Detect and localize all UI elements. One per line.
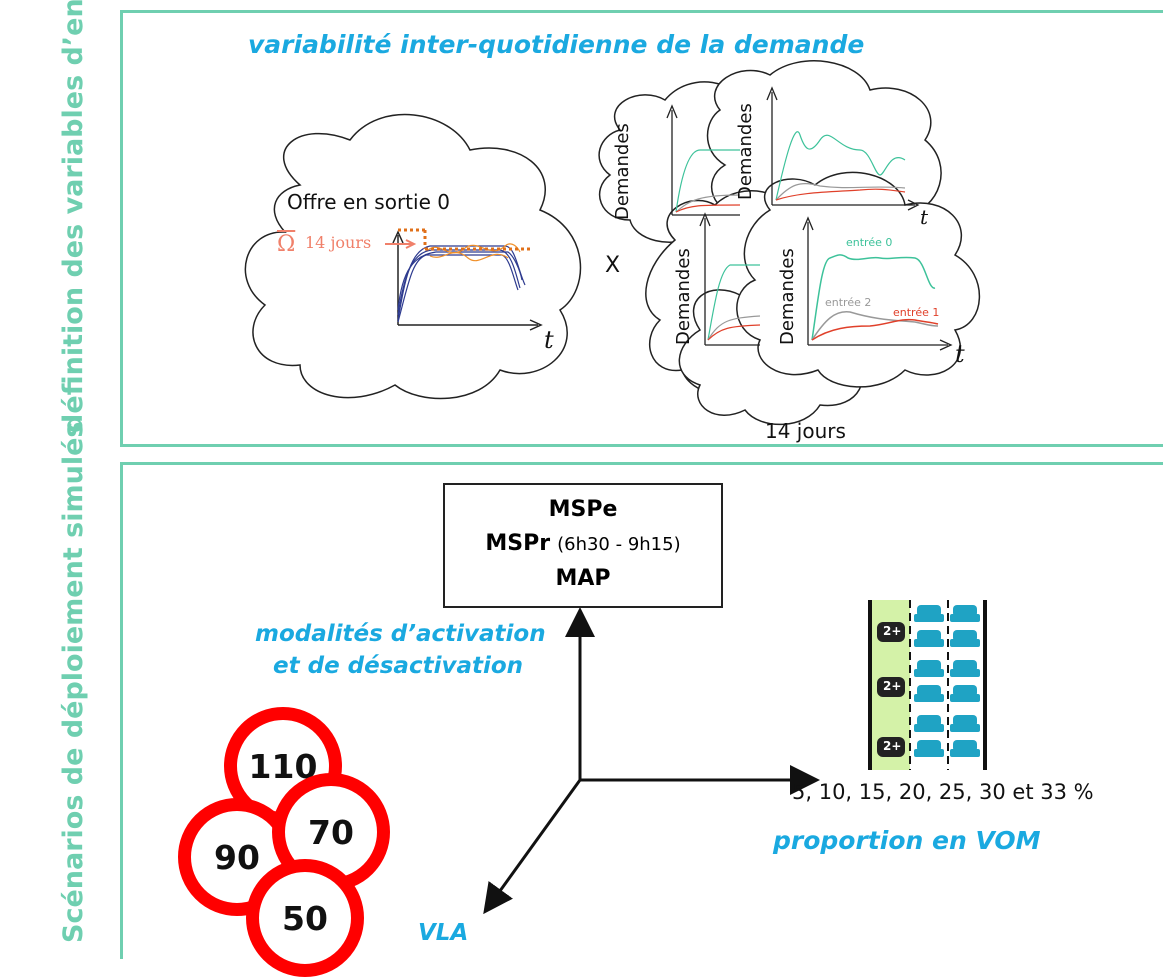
supply-label: Offre en sortie 0 — [287, 190, 450, 214]
supply-time-axis: t — [544, 326, 554, 354]
demand-chart-1-axes — [699, 212, 760, 346]
car-icons — [914, 605, 980, 757]
vom-label: proportion en VOM — [773, 826, 1041, 855]
series-entree-0 — [811, 254, 936, 341]
legend-entree-0: entrée 0 — [846, 236, 893, 249]
hov-car-icons — [877, 622, 905, 757]
demand-variability-title: variabilité inter-quotidienne de la dema… — [248, 30, 865, 59]
series-entree-2 — [811, 311, 939, 341]
speed-sign-50: 50 — [246, 859, 364, 977]
vom-proportions: 5, 10, 15, 20, 25, 30 et 33 % — [792, 780, 1094, 804]
demand-clouds — [598, 60, 981, 426]
scenarios-panel — [120, 462, 1163, 959]
demand-days-footer: 14 jours — [765, 419, 846, 443]
demand-time-axis: t — [955, 340, 965, 368]
mode-mspr-hours: (6h30 - 9h15) — [557, 534, 681, 555]
hov-badge-1: 2+ — [883, 624, 902, 638]
omega-superscript: 14 jours — [305, 233, 372, 252]
axis-vla — [483, 779, 582, 915]
demand-chart-2-axes — [802, 216, 953, 351]
hov-badge-2: 2+ — [883, 679, 902, 693]
activation-label-line2: et de désactivation — [273, 653, 524, 679]
legend-entree-1: entrée 1 — [893, 306, 940, 319]
legend-entree-2: entrée 2 — [825, 296, 872, 309]
omega-symbol: Ω — [277, 232, 296, 257]
times-sign: X — [605, 253, 621, 278]
mode-map: MAP — [555, 566, 611, 591]
supply-cloud — [244, 113, 582, 400]
mode-mspe: MSPe — [548, 497, 618, 522]
series-entree-1 — [811, 318, 939, 341]
activation-label-line1: modalités d’activation — [255, 621, 546, 647]
mode-mspr: MSPr — [485, 531, 551, 556]
input-variables-panel — [120, 10, 1163, 447]
activation-modes-box: MSPe MSPr (6h30 - 9h15) MAP — [443, 483, 723, 608]
vla-label: VLA — [418, 920, 469, 946]
demand-time-axis-back: t — [920, 205, 929, 229]
hov-badge-3: 2+ — [883, 739, 902, 753]
